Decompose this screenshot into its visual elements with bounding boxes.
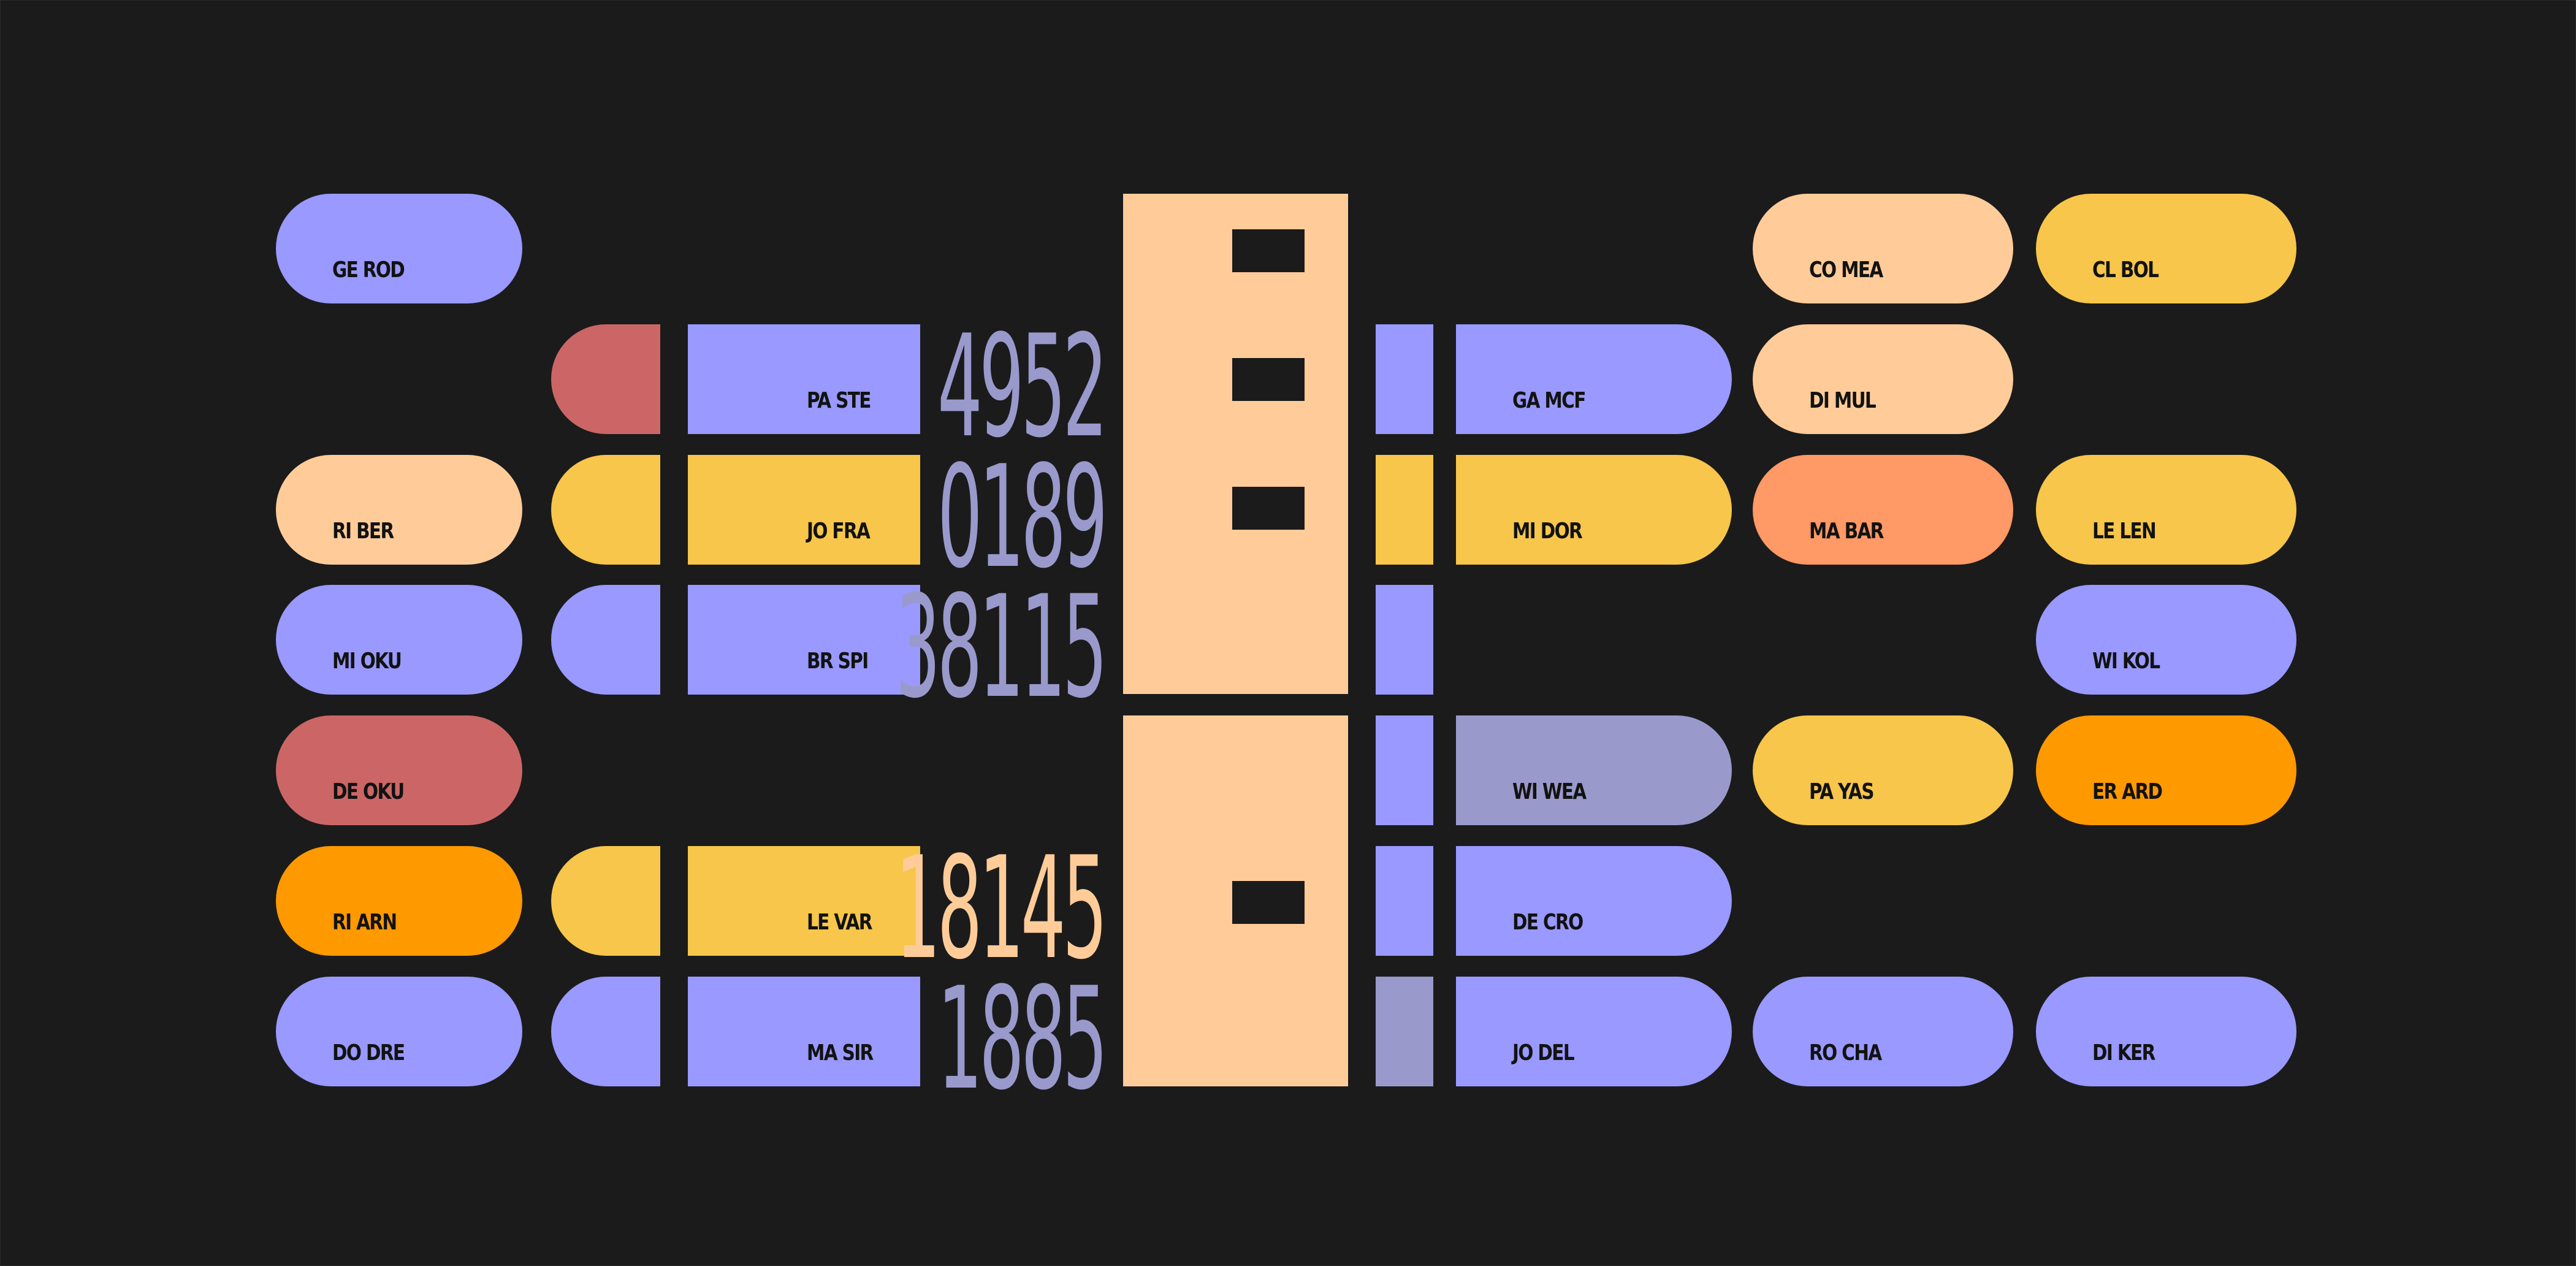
narrow-bar[interactable]	[1376, 455, 1433, 565]
cap-button[interactable]	[551, 846, 660, 956]
crew-button-mi-oku[interactable]: MI OKU	[276, 585, 522, 695]
readout-number: 1885	[937, 958, 1108, 1121]
indicator-slot	[1232, 358, 1305, 401]
crew-label: DE OKU	[332, 779, 405, 804]
crew-button-do-dre[interactable]: DO DRE	[276, 977, 522, 1086]
narrow-bar[interactable]	[1376, 977, 1433, 1086]
indicator-slot	[1232, 229, 1305, 272]
crew-label: MI OKU	[332, 649, 402, 674]
crew-label: MA BAR	[1809, 519, 1884, 544]
cap-button[interactable]	[551, 324, 660, 434]
crew-label: BR SPI	[807, 649, 869, 674]
indicator-slot	[1232, 881, 1305, 924]
central-column-lower	[1123, 715, 1348, 1086]
crew-block-br-spi[interactable]: BR SPI	[688, 585, 920, 695]
crew-button-jo-del[interactable]: JO DEL	[1456, 977, 1732, 1086]
crew-button-cl-bol[interactable]: CL BOL	[2036, 194, 2296, 303]
crew-button-de-oku[interactable]: DE OKU	[276, 715, 522, 825]
narrow-bar[interactable]	[1376, 585, 1433, 695]
readout-number: 0189	[937, 436, 1108, 600]
cap-button[interactable]	[551, 455, 660, 565]
crew-button-wi-wea[interactable]: WI WEA	[1456, 715, 1732, 825]
crew-label: MI DOR	[1512, 519, 1583, 544]
narrow-bar[interactable]	[1376, 324, 1433, 434]
cap-button[interactable]	[551, 585, 660, 695]
crew-button-mi-dor[interactable]: MI DOR	[1456, 455, 1732, 565]
central-column-upper	[1123, 194, 1348, 694]
crew-button-ro-cha[interactable]: RO CHA	[1753, 977, 2013, 1086]
crew-label: JO FRA	[807, 519, 871, 544]
crew-button-ge-rod[interactable]: GE ROD	[276, 194, 522, 303]
crew-label: CO MEA	[1809, 257, 1883, 283]
crew-button-ma-bar[interactable]: MA BAR	[1753, 455, 2013, 565]
crew-button-di-ker[interactable]: DI KER	[2036, 977, 2296, 1086]
crew-label: DO DRE	[332, 1040, 405, 1066]
crew-label: MA SIR	[807, 1040, 874, 1066]
crew-button-wi-kol[interactable]: WI KOL	[2036, 585, 2296, 695]
crew-label: RO CHA	[1809, 1040, 1882, 1066]
crew-block-le-var[interactable]: LE VAR	[688, 846, 920, 956]
indicator-slot	[1232, 487, 1305, 530]
crew-block-pa-ste[interactable]: PA STE	[688, 324, 920, 434]
crew-label: LE LEN	[2092, 519, 2157, 544]
crew-label: ER ARD	[2092, 779, 2163, 804]
crew-block-jo-fra[interactable]: JO FRA	[688, 455, 920, 565]
crew-button-er-ard[interactable]: ER ARD	[2036, 715, 2296, 825]
crew-label: DI MUL	[1809, 388, 1877, 413]
narrow-bar[interactable]	[1376, 846, 1433, 956]
crew-button-ga-mcf[interactable]: GA MCF	[1456, 324, 1732, 434]
readout-number: 18145	[895, 827, 1107, 991]
readout-number: 4952	[937, 305, 1108, 469]
crew-label: RI ARN	[332, 910, 397, 935]
crew-button-de-cro[interactable]: DE CRO	[1456, 846, 1732, 956]
crew-button-co-mea[interactable]: CO MEA	[1753, 194, 2013, 303]
crew-button-pa-yas[interactable]: PA YAS	[1753, 715, 2013, 825]
crew-label: PA STE	[807, 388, 871, 413]
crew-label: WI WEA	[1512, 779, 1587, 804]
crew-label: DI KER	[2092, 1040, 2155, 1066]
readout-number: 38115	[895, 566, 1107, 730]
crew-label: RI BER	[332, 519, 394, 544]
crew-label: JO DEL	[1512, 1040, 1575, 1066]
crew-label: CL BOL	[2092, 257, 2159, 283]
crew-label: GA MCF	[1512, 388, 1586, 413]
crew-label: DE CRO	[1512, 910, 1583, 935]
narrow-bar[interactable]	[1376, 715, 1433, 825]
crew-button-ri-ber[interactable]: RI BER	[276, 455, 522, 565]
crew-label: LE VAR	[807, 910, 872, 935]
crew-label: WI KOL	[2092, 649, 2160, 674]
crew-button-le-len[interactable]: LE LEN	[2036, 455, 2296, 565]
crew-label: PA YAS	[1809, 779, 1875, 804]
cap-button[interactable]	[551, 977, 660, 1086]
crew-button-di-mul[interactable]: DI MUL	[1753, 324, 2013, 434]
crew-label: GE ROD	[332, 257, 405, 283]
crew-button-ri-arn[interactable]: RI ARN	[276, 846, 522, 956]
crew-block-ma-sir[interactable]: MA SIR	[688, 977, 920, 1086]
